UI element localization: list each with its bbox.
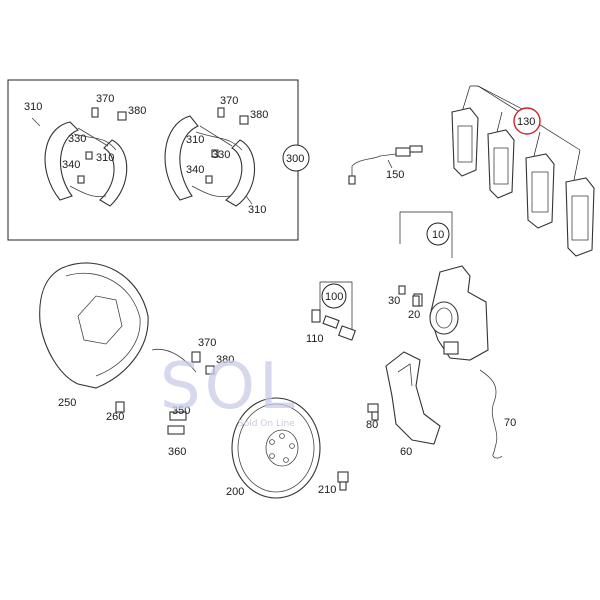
- bolt-kit-bracket: 100: [319, 281, 353, 334]
- callout-260: 260: [106, 411, 124, 423]
- callout-340-b: 340: [186, 164, 204, 176]
- callout-20: 20: [408, 309, 420, 321]
- callout-370-b: 370: [220, 95, 238, 107]
- callout-10: 10: [432, 229, 444, 241]
- brake-shoe-set-right: [164, 107, 256, 207]
- callout-60: 60: [400, 446, 412, 458]
- bleeder-screw: [412, 295, 420, 307]
- callout-330-a: 330: [68, 133, 86, 145]
- callout-130-highlight: 130: [513, 107, 541, 135]
- wear-sensor: [348, 145, 423, 185]
- callout-310-c: 310: [186, 134, 204, 146]
- callout-330-b: 330: [212, 149, 230, 161]
- watermark-brand: SOL: [160, 350, 299, 424]
- callout-310-a: 310: [24, 101, 42, 113]
- brake-shoe-set-left: [31, 107, 128, 207]
- callout-200: 200: [226, 486, 244, 498]
- brake-caliper: [413, 265, 489, 361]
- parking-brake-hardware: [115, 348, 215, 435]
- caliper-carrier: [385, 351, 441, 445]
- disc-bolt: [337, 471, 349, 491]
- pad-spring-wire: [479, 369, 503, 459]
- bleeder-cap: [398, 285, 406, 295]
- callout-350: 350: [172, 405, 190, 417]
- callout-110: 110: [306, 333, 324, 345]
- callout-80: 80: [366, 419, 378, 431]
- watermark-tagline: Sold On Line: [238, 419, 295, 429]
- callout-300: 300: [286, 153, 304, 165]
- callout-370-c: 370: [198, 337, 216, 349]
- brake-pads: [451, 85, 595, 257]
- callout-70: 70: [504, 417, 516, 429]
- callout-100: 100: [325, 291, 343, 303]
- callout-250: 250: [58, 397, 76, 409]
- callout-30: 30: [388, 295, 400, 307]
- callout-380-c: 380: [216, 354, 234, 366]
- callout-130: 130: [517, 116, 535, 128]
- callout-300-bubble: 300: [282, 144, 310, 172]
- callout-370-a: 370: [96, 93, 114, 105]
- callout-310-d: 310: [248, 204, 266, 216]
- dust-shield: [39, 262, 149, 389]
- carrier-bolt: [367, 403, 379, 421]
- callout-380-b: 380: [250, 109, 268, 121]
- callout-210: 210: [318, 484, 336, 496]
- sol-watermark-logo: SOL Sold On Line: [160, 350, 299, 429]
- callout-380-a: 380: [128, 105, 146, 117]
- caliper-kit-bracket: 10: [399, 211, 453, 258]
- brake-disc: [231, 397, 321, 499]
- callout-150: 150: [386, 169, 404, 181]
- callout-360: 360: [168, 446, 186, 458]
- callout-310-b: 310: [96, 152, 114, 164]
- guide-pins: [311, 309, 356, 341]
- callout-340-a: 340: [62, 159, 80, 171]
